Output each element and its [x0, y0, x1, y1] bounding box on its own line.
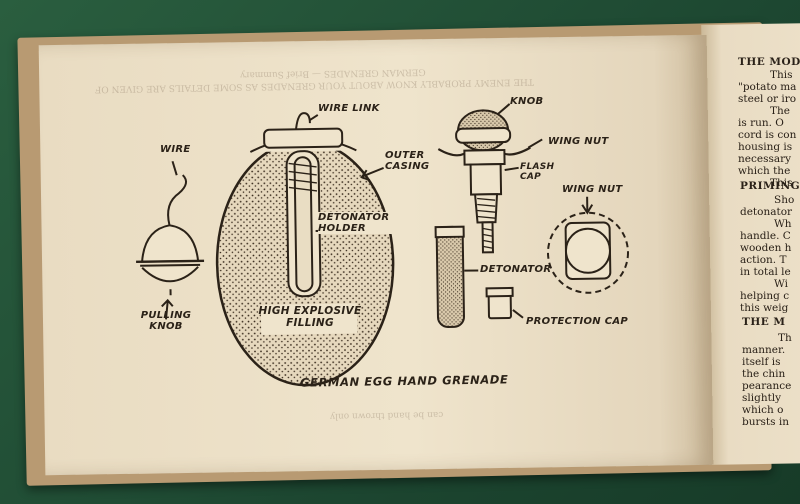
body-line: detonator — [740, 206, 793, 218]
section-heading: THE M — [742, 316, 786, 328]
wire-link-label: WIRE LINK — [318, 103, 380, 114]
body-line: "potato ma — [738, 81, 797, 93]
wing-nut-side-label: WING NUT — [562, 184, 623, 195]
knob-label: KNOB — [510, 96, 544, 107]
body-line: steel or iro — [738, 93, 797, 105]
outer-casing-label: OUTER CASING — [385, 150, 430, 172]
section-heading: THE MOD — [738, 56, 800, 68]
body-line: wooden h — [740, 242, 792, 254]
high-explosive-filling-label: HIGH EXPLOSIVE FILLING — [258, 305, 362, 329]
body-line: in total le — [740, 266, 791, 278]
body-line: which the — [738, 165, 791, 177]
body-line: helping c — [740, 290, 790, 302]
body-line: which o — [742, 404, 784, 416]
body-line: manner. — [742, 344, 786, 356]
body-line: necessary — [738, 153, 792, 165]
body-line: This — [770, 69, 793, 81]
body-line: slightly — [742, 392, 782, 404]
body-line: Wi — [774, 278, 788, 290]
section-heading: PRIMING — [740, 180, 800, 192]
wing-nut-top-label: WING NUT — [548, 136, 609, 147]
body-line: This — [770, 177, 793, 189]
wire-label: WIRE — [160, 144, 191, 155]
flash-cap-label: FLASH CAP — [520, 162, 555, 182]
body-line: the chin — [742, 368, 786, 380]
body-line: this weig — [740, 302, 789, 314]
detonator-holder-label: DETONATOR HOLDER — [318, 212, 398, 234]
body-line: housing is — [738, 141, 793, 153]
body-line: Sho — [774, 194, 795, 206]
body-line: action. T — [740, 254, 787, 266]
body-line: Th — [778, 332, 792, 344]
body-line: cord is con — [738, 129, 797, 141]
body-line: handle. C — [740, 230, 791, 242]
pulling-knob-label: PULLING KNOB — [140, 310, 192, 332]
detonator-label: DETONATOR — [480, 264, 552, 275]
body-line: itself is — [742, 356, 781, 368]
body-line: bursts in — [742, 416, 789, 428]
body-line: Wh — [774, 218, 792, 230]
body-line: The — [770, 105, 790, 117]
body-line: pearance — [742, 380, 792, 392]
protection-cap-label: PROTECTION CAP — [526, 316, 629, 327]
body-line: is run. O — [738, 117, 784, 129]
